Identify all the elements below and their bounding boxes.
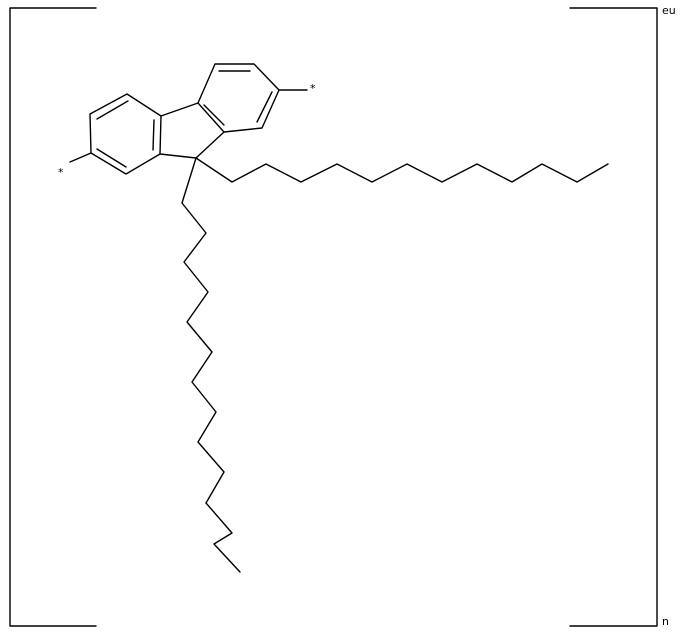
right-attachment-asterisk: * [310, 82, 316, 95]
horizontal-alkyl-chain [195, 157, 609, 183]
right-ring-double-bond [256, 91, 273, 123]
right-benzene-ring [197, 63, 280, 133]
right-bracket [569, 7, 658, 627]
left-attachment-asterisk: * [58, 166, 64, 179]
left-ring-double-bond [152, 119, 155, 151]
vertical-alkyl-chain [181, 157, 241, 573]
left-benzene-ring [89, 93, 162, 175]
left-ring-double-bond [96, 148, 127, 168]
left-attachment-bond [69, 152, 92, 163]
fluorene-core [69, 63, 308, 175]
left-ring-double-bond [96, 100, 129, 120]
left-bracket [9, 7, 97, 627]
right-ring-double-bond [203, 104, 225, 126]
bracket-subscript-label: n [662, 615, 669, 628]
five-ring-bond [160, 102, 199, 117]
bracket-superscript-label: eu [662, 4, 676, 17]
five-ring-bond [159, 153, 197, 159]
five-ring-bond [195, 131, 225, 159]
